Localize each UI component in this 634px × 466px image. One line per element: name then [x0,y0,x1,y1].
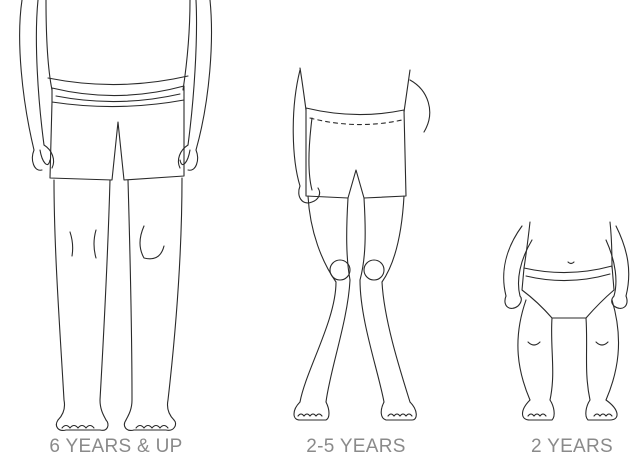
right-toes [594,414,612,416]
right-knee [596,342,608,345]
torso-outline [46,0,190,90]
shirt-hem [48,76,188,85]
left-toes [528,414,546,416]
caption-6-years-and-up: 6 YEARS & UP [49,436,182,458]
left-toes [298,414,322,416]
belly-button [568,262,574,264]
right-hand [178,145,197,170]
left-foot [523,400,555,420]
left-toes [62,426,94,429]
right-toes [136,426,168,429]
right-leg [360,196,410,402]
diaper [522,266,614,318]
right-foot [586,400,617,420]
torso-outline [524,222,612,268]
left-leg [300,196,350,402]
left-knee [330,260,350,280]
figure-2-to-5-years [293,68,429,420]
left-leg [54,180,110,420]
torso-outline [300,68,410,112]
figure-6-years-and-up [20,0,212,430]
shorts-waist-dashes [310,118,402,125]
right-foot [381,402,416,420]
left-leg [518,300,553,400]
right-toes [388,414,412,416]
left-knee [528,342,540,345]
caption-2-to-5-years: 2-5 YEARS [306,436,406,458]
right-foot [124,420,175,430]
right-arm [606,226,629,296]
right-leg [126,178,182,420]
back-arm [410,80,430,132]
caption-2-years: 2 YEARS [531,436,613,458]
right-arm [188,0,211,150]
shorts [306,108,406,198]
right-leg [586,300,619,400]
left-hand [299,186,320,203]
right-knee [140,226,164,259]
left-arm [20,0,44,150]
figure-2-years [504,222,629,420]
left-hand [505,296,521,308]
shorts [50,86,184,180]
left-foot [294,402,329,420]
right-knee [364,260,384,280]
left-knee [70,230,96,258]
